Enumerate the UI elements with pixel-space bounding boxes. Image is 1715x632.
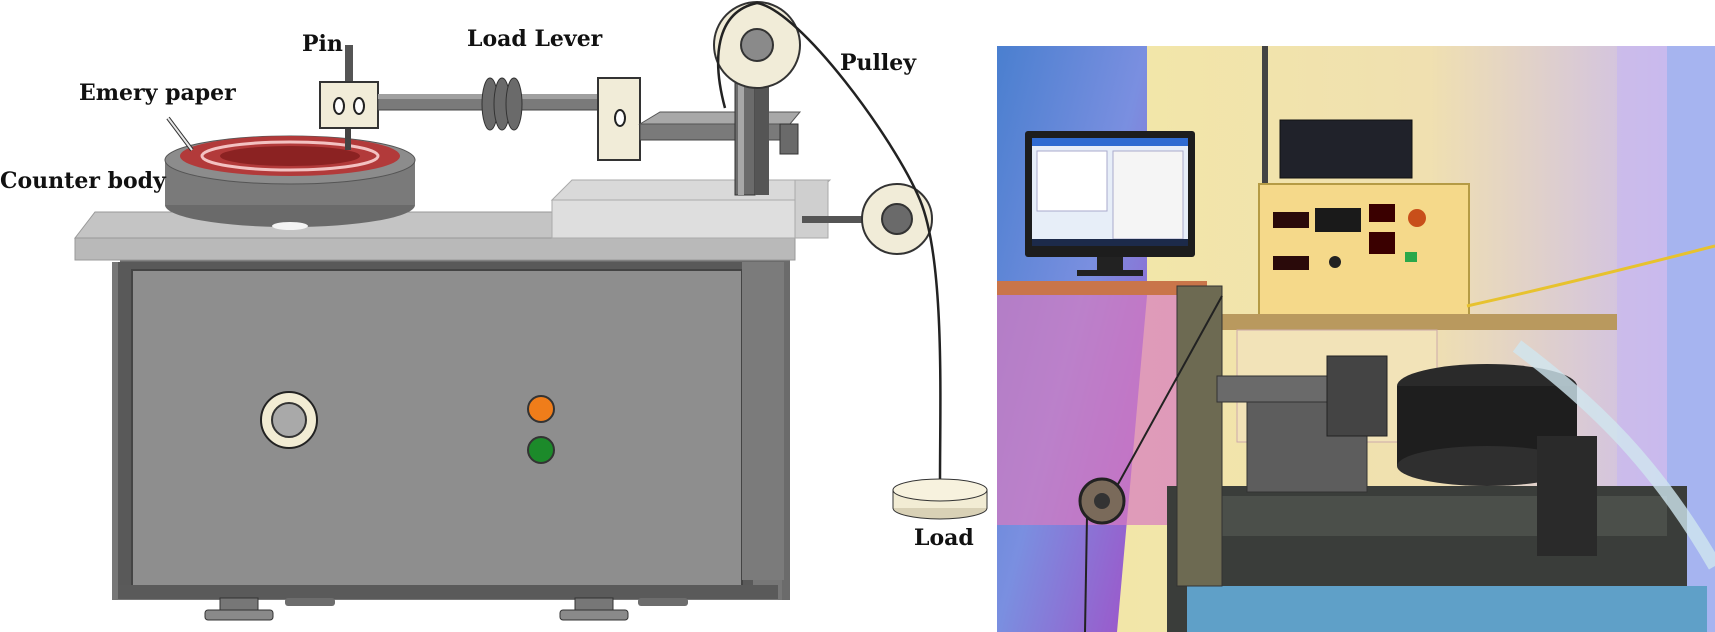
front-panel-knob	[260, 391, 318, 449]
pin-holder	[319, 81, 379, 129]
orange-indicator-light	[527, 395, 555, 423]
label-pin: Pin	[302, 31, 343, 57]
load-weight	[892, 478, 988, 520]
label-load-lever: Load Lever	[467, 26, 603, 52]
control-panel-icon	[1258, 183, 1470, 317]
label-pulley: Pulley	[840, 50, 917, 76]
label-load: Load	[914, 525, 974, 551]
upper-pulley	[713, 1, 801, 89]
green-indicator-light	[527, 436, 555, 464]
lower-pulley	[802, 183, 933, 255]
pulley-wire	[716, 1, 942, 481]
counter-body-disc	[164, 135, 416, 230]
machine-feet	[204, 597, 688, 621]
label-emery-paper: Emery paper	[79, 80, 236, 106]
machine-body	[112, 255, 790, 600]
label-counter-body: Counter body	[0, 168, 167, 194]
desktop-monitor-icon	[1025, 131, 1195, 276]
apparatus-photo	[997, 46, 1715, 632]
pin	[345, 45, 353, 150]
